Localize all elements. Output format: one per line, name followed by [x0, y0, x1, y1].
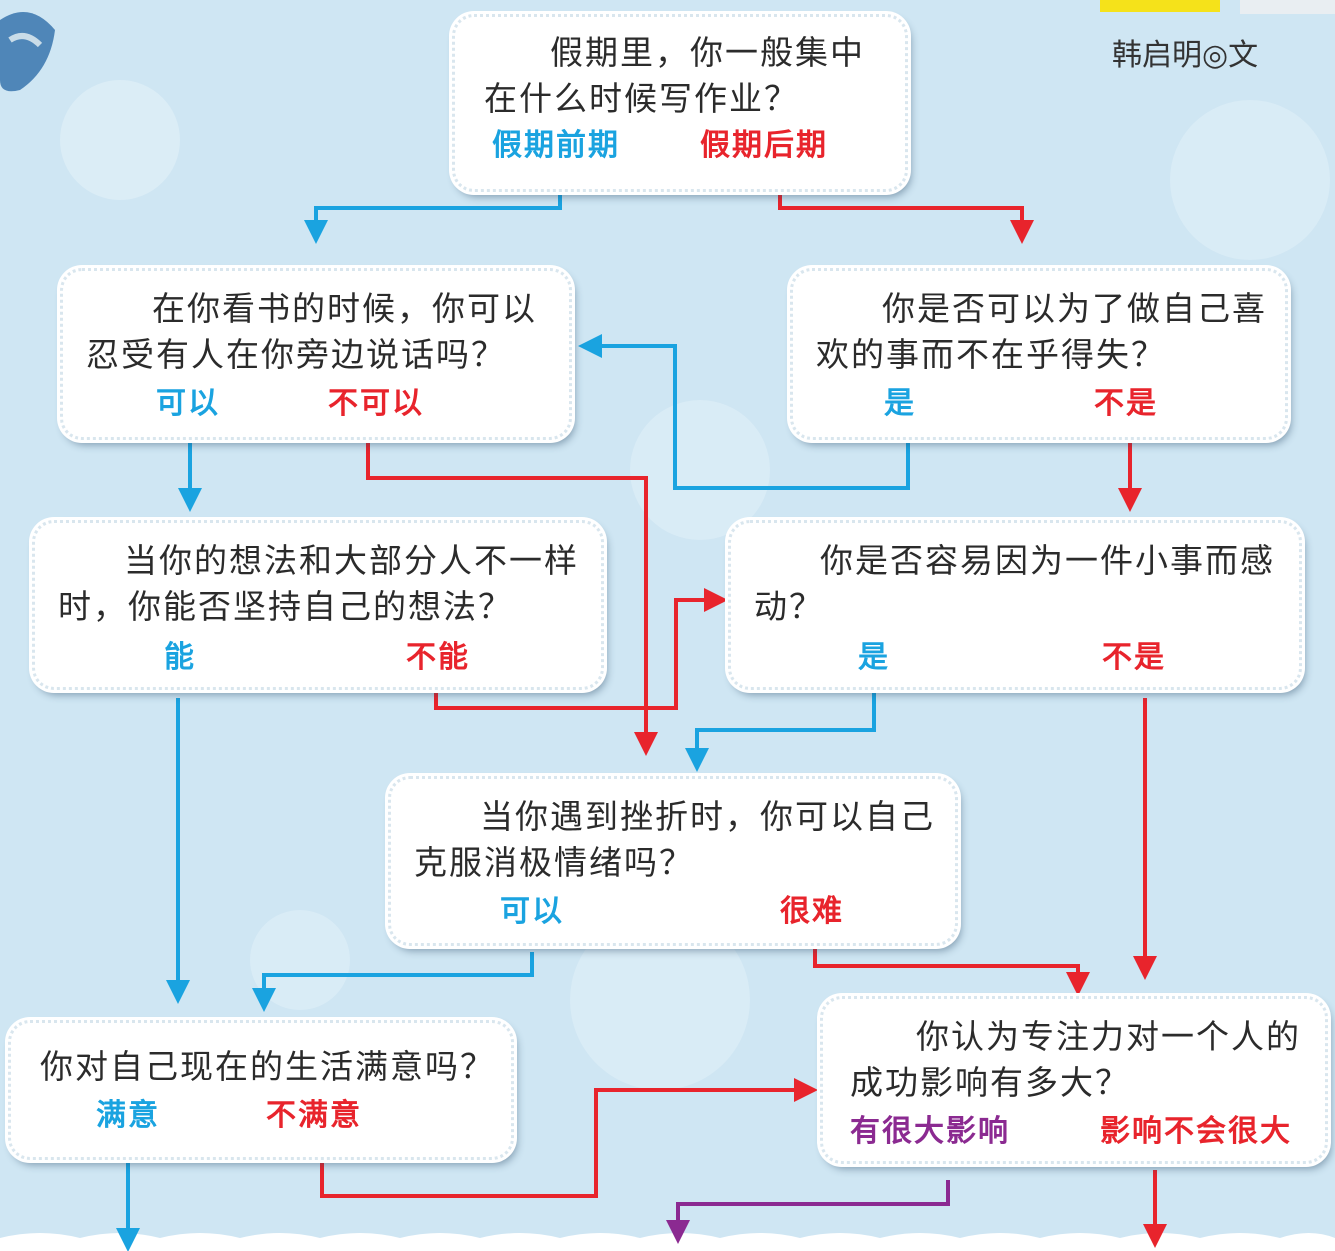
option-yes[interactable]: 是 — [884, 378, 916, 422]
arrow-q5-a — [697, 690, 874, 760]
question-text: 你认为专注力对一个人的成功影响有多大？ — [850, 1014, 1318, 1106]
question-text: 当你遇到挫折时，你可以自己克服消极情绪吗？ — [414, 794, 944, 886]
option-yes[interactable]: 可以 — [156, 378, 220, 422]
question-text: 你是否容易因为一件小事而感动？ — [754, 538, 1288, 630]
arrow-q1-a — [316, 190, 560, 232]
option-no[interactable]: 不是 — [1094, 378, 1158, 422]
option-early[interactable]: 假期前期 — [492, 120, 620, 164]
option-yes[interactable]: 是 — [858, 632, 890, 676]
question-text: 你对自己现在的生活满意吗？ — [40, 1044, 510, 1090]
option-no[interactable]: 不能 — [406, 632, 470, 676]
option-yes[interactable]: 能 — [164, 632, 196, 676]
option-no[interactable]: 不是 — [1102, 632, 1166, 676]
option-yes[interactable]: 可以 — [500, 886, 564, 930]
question-text: 你是否可以为了做自己喜欢的事而不在乎得失？ — [816, 286, 1278, 378]
arrow-q1-b — [780, 190, 1022, 232]
option-small-impact[interactable]: 影响不会很大 — [1100, 1106, 1292, 1150]
option-big-impact[interactable]: 有很大影响 — [850, 1106, 1010, 1150]
question-box-7 — [8, 1020, 514, 1160]
question-text: 当你的想法和大部分人不一样时，你能否坚持自己的想法？ — [58, 538, 588, 630]
arrow-q8-a — [678, 1180, 948, 1232]
question-text: 假期里，你一般集中在什么时候写作业？ — [484, 30, 884, 122]
option-hard[interactable]: 很难 — [780, 886, 844, 930]
question-text: 在你看书的时候，你可以忍受有人在你旁边说话吗？ — [86, 286, 556, 378]
option-no[interactable]: 不可以 — [328, 378, 424, 422]
option-unsatisfied[interactable]: 不满意 — [266, 1090, 362, 1134]
option-satisfied[interactable]: 满意 — [96, 1090, 160, 1134]
option-late[interactable]: 假期后期 — [700, 120, 828, 164]
arrow-q6-b — [815, 946, 1078, 984]
arrow-q6-a — [264, 952, 532, 1000]
